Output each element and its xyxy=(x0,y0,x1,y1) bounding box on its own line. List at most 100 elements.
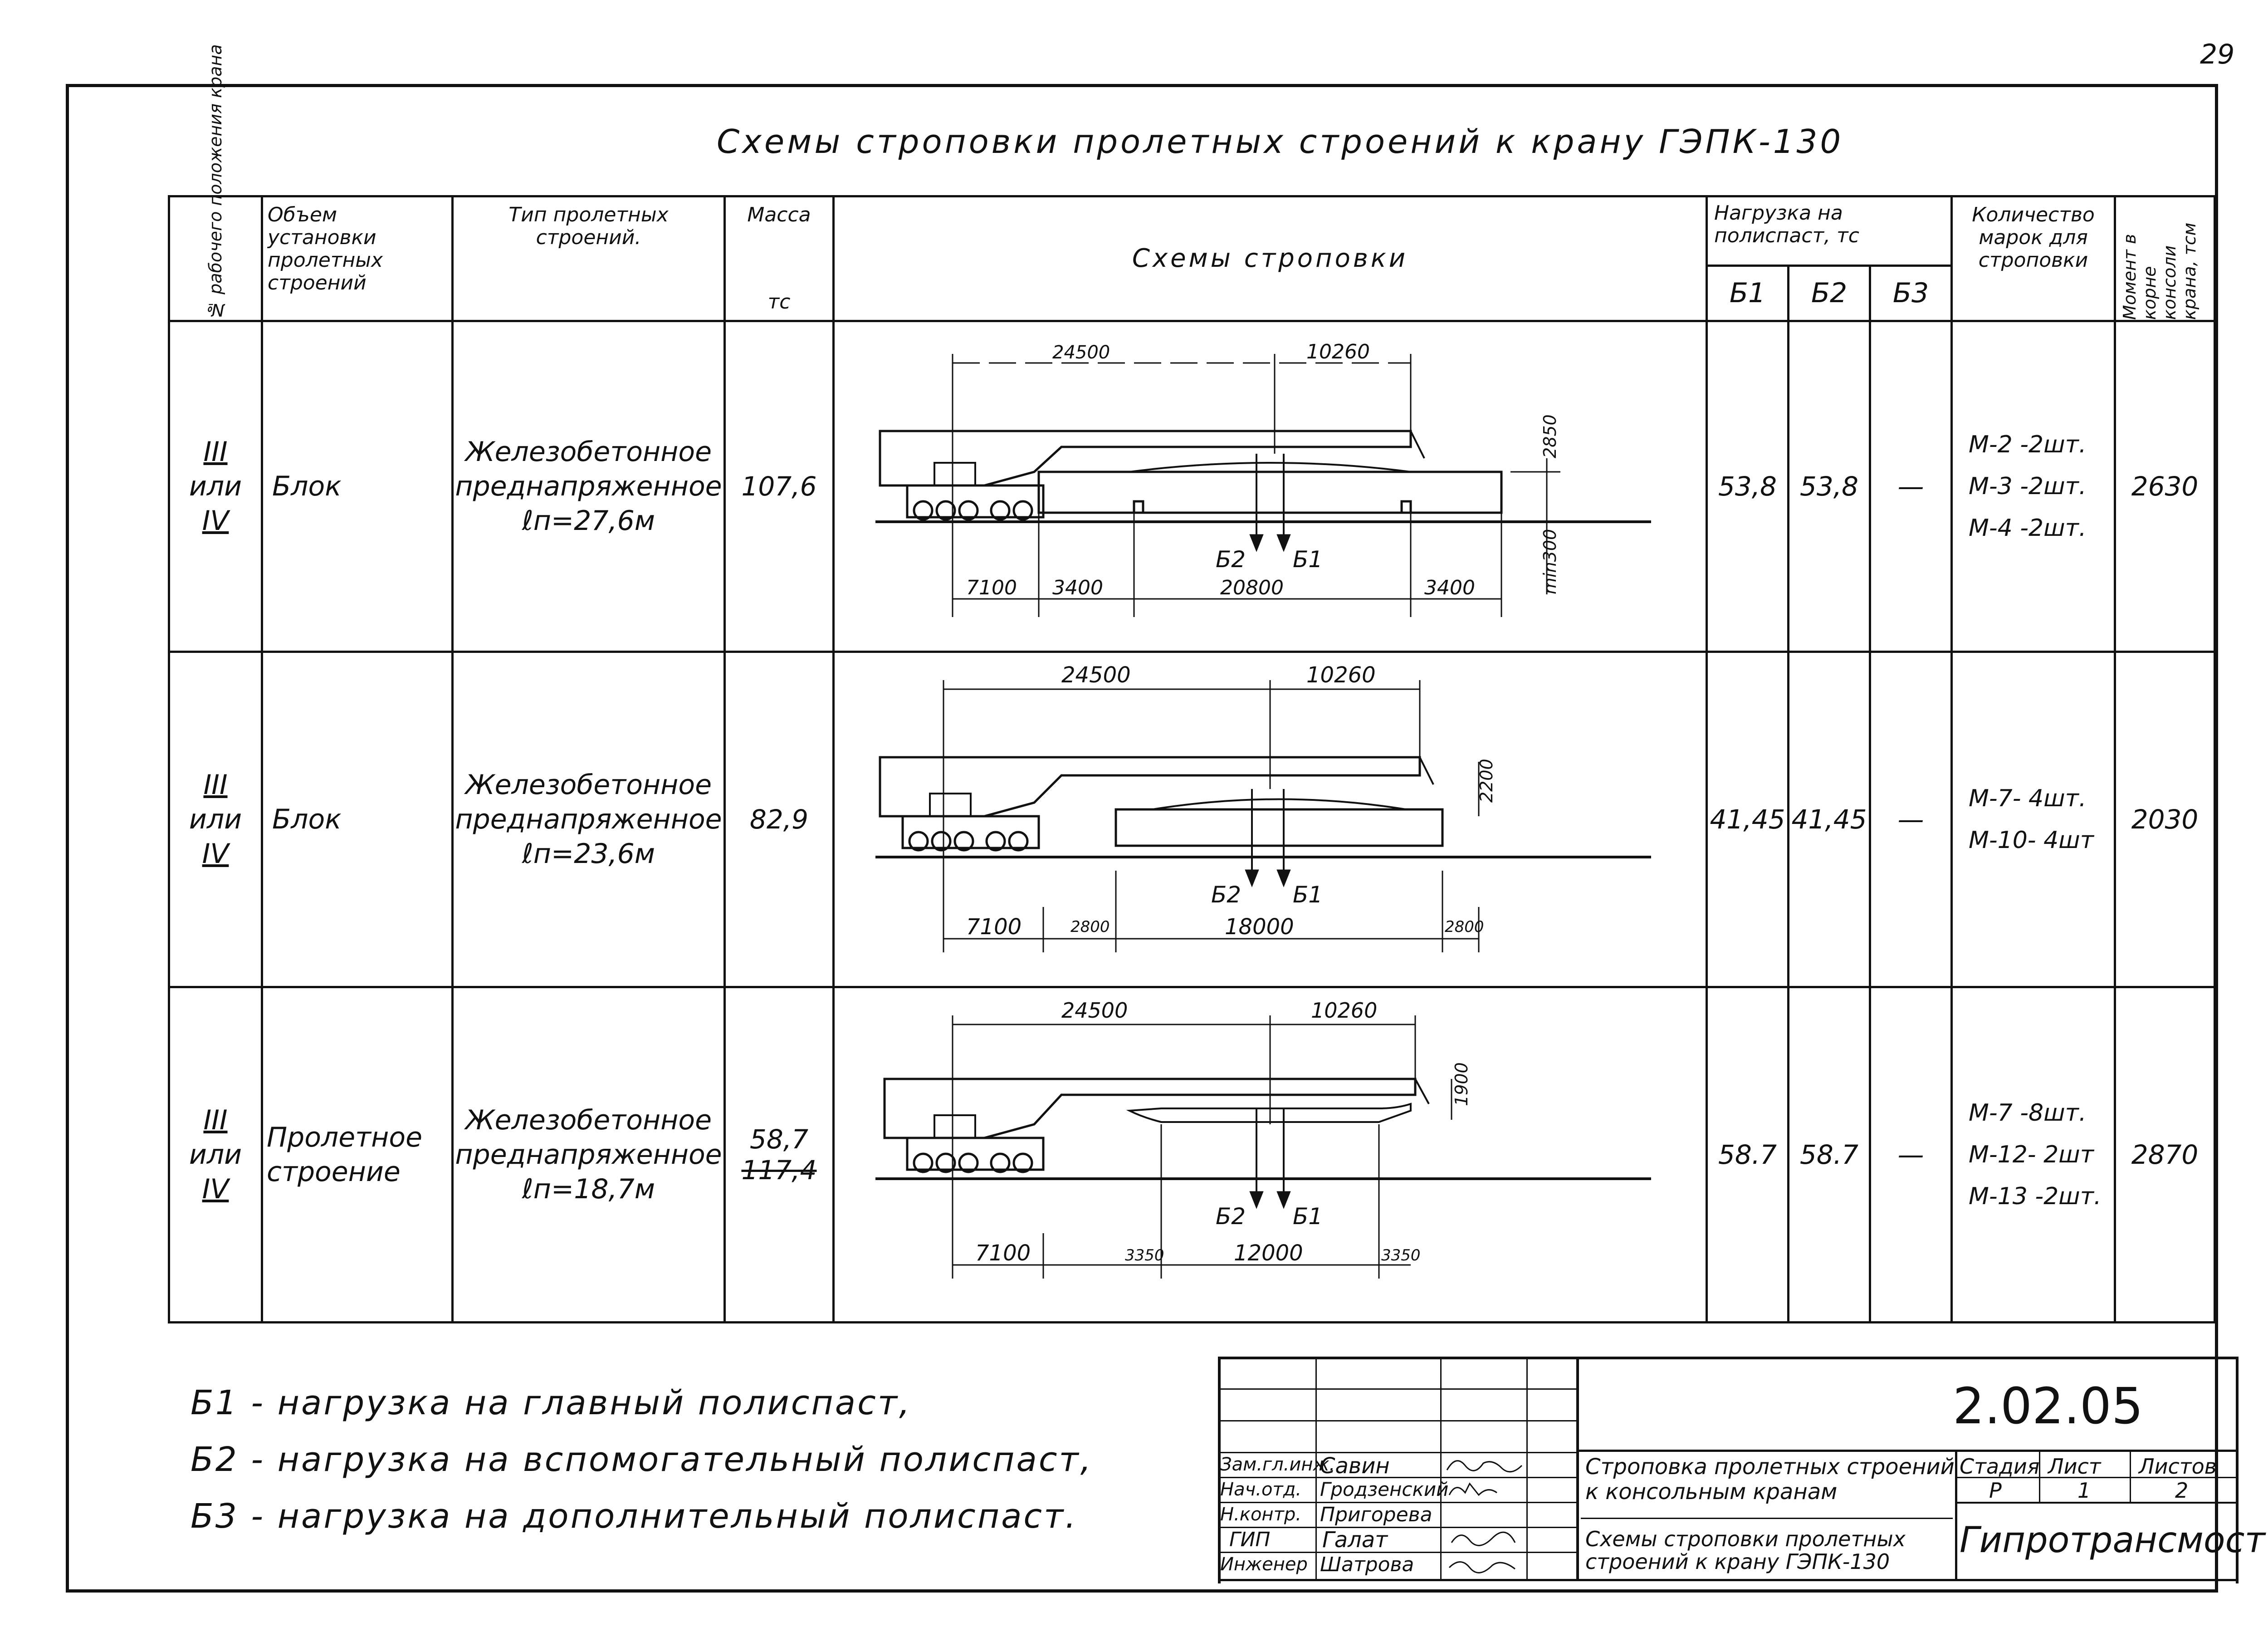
slinging-scheme: 24500 10260 Б2 Б1 1900 xyxy=(832,986,1708,1323)
stage-label: Стадия xyxy=(1960,1454,2040,1479)
sheets-label: Листов xyxy=(2139,1454,2217,1479)
dim-top-left: 24500 xyxy=(1052,342,1110,363)
header-load: Нагрузка на полиспаст, тс xyxy=(1706,195,1953,267)
row-moment: 2030 xyxy=(2114,651,2216,988)
stage-value: Р xyxy=(1989,1478,2002,1503)
role-5: Инженер xyxy=(1220,1554,1308,1575)
row-marks: М-2 -2шт.М-3 -2шт.М-4 -2шт. xyxy=(1950,320,2116,653)
slinging-scheme: 24500 10260 Б2 Б1 xyxy=(832,320,1708,653)
drawing-title: Схемы строповки пролетных строений к кра… xyxy=(717,123,1844,161)
sheet-title-line-2: строений к крану ГЭПК-130 xyxy=(1585,1549,1890,1574)
organization: Гипротрансмост xyxy=(1960,1520,2265,1561)
sheet-title-line-1: Схемы строповки пролетных xyxy=(1585,1527,1906,1551)
row-b3: — xyxy=(1869,320,1953,653)
legend-item: Б3 - нагрузка на дополнительный полиспас… xyxy=(191,1497,1078,1536)
dim-height: 2850 xyxy=(1540,414,1560,458)
load-label-b2: Б2 xyxy=(1216,546,1246,573)
sheets-value: 2 xyxy=(2175,1478,2189,1503)
row-b1: 58.7 xyxy=(1706,986,1789,1323)
dim-bottom-1: 7100 xyxy=(966,914,1022,940)
header-b1: Б1 xyxy=(1706,264,1789,323)
dim-top-right: 10260 xyxy=(1306,662,1376,688)
dim-bottom-2: 3350 xyxy=(1125,1246,1164,1264)
row-mass: 107,6 xyxy=(723,320,835,653)
doc-title-line-1: Строповка пролетных строений xyxy=(1585,1454,1955,1480)
load-label-b1: Б1 xyxy=(1293,882,1323,908)
legend-item: Б2 - нагрузка на вспомогательный полиспа… xyxy=(191,1440,1093,1479)
dim-bottom-4: 3400 xyxy=(1424,576,1475,599)
header-mass: Масса тс xyxy=(723,195,835,322)
legend: Б1 - нагрузка на главный полиспаст, Б2 -… xyxy=(191,1375,1093,1545)
name-4: Галат xyxy=(1322,1527,1388,1553)
load-label-b2: Б2 xyxy=(1216,1203,1246,1230)
dim-bottom-3: 20800 xyxy=(1220,576,1284,599)
header-b2: Б2 xyxy=(1787,264,1871,323)
role-4: ГИП xyxy=(1229,1528,1271,1551)
slinging-scheme: 24500 10260 Б2 Б1 2200 xyxy=(832,651,1708,988)
title-block: 2.02.05 Зам.гл.инж. Нач.отд. Н.контр. ГИ… xyxy=(1218,1357,2265,1593)
row-b1: 41,45 xyxy=(1706,651,1789,988)
dim-bottom-3: 12000 xyxy=(1234,1240,1303,1266)
drawing-frame xyxy=(66,84,2218,1593)
row-b2: 53,8 xyxy=(1787,320,1871,653)
row-scope: Пролетное строение xyxy=(261,986,454,1323)
name-2: Гродзенский xyxy=(1320,1478,1449,1500)
sheet-value: 1 xyxy=(2077,1478,2091,1503)
load-label-b1: Б1 xyxy=(1293,1203,1323,1230)
dim-bottom-2: 3400 xyxy=(1052,576,1103,599)
load-label-b2: Б2 xyxy=(1211,882,1241,908)
row-b3: — xyxy=(1869,651,1953,988)
legend-item: Б1 - нагрузка на главный полиспаст, xyxy=(191,1383,912,1422)
dim-top-left: 24500 xyxy=(1061,662,1131,688)
dim-bottom-2: 2800 xyxy=(1070,918,1110,936)
dim-height: 2200 xyxy=(1476,759,1496,803)
row-moment: 2630 xyxy=(2114,320,2216,653)
name-3: Пригорева xyxy=(1320,1503,1432,1526)
doc-title-line-2: к консольным кранам xyxy=(1585,1479,1838,1505)
sheet-label: Лист xyxy=(2048,1454,2101,1479)
row-b1: 53,8 xyxy=(1706,320,1789,653)
dim-top-left: 24500 xyxy=(1061,998,1128,1023)
header-b3: Б3 xyxy=(1869,264,1953,323)
dim-bottom-1: 7100 xyxy=(966,576,1017,599)
row-marks: М-7- 4шт.М-10- 4шт xyxy=(1950,651,2116,988)
row-scope: Блок xyxy=(261,651,454,988)
role-1: Зам.гл.инж. xyxy=(1220,1454,1335,1475)
slinging-table: № рабочего положения крана Объем установ… xyxy=(168,44,2216,1323)
role-3: Н.контр. xyxy=(1220,1504,1301,1525)
header-position: № рабочего положения крана xyxy=(168,44,263,322)
row-moment: 2870 xyxy=(2114,986,2216,1323)
page-number: 29 xyxy=(2200,39,2235,70)
scheme-drawing-1: 24500 10260 Б2 Б1 xyxy=(875,340,1651,617)
name-1: Савин xyxy=(1320,1453,1390,1479)
role-2: Нач.отд. xyxy=(1220,1479,1302,1500)
row-b2: 41,45 xyxy=(1787,651,1871,988)
dim-clearance: min300 xyxy=(1540,529,1560,594)
row-b2: 58.7 xyxy=(1787,986,1871,1323)
dim-height: 1900 xyxy=(1452,1062,1471,1106)
dim-top-right: 10260 xyxy=(1306,340,1370,363)
load-label-b1: Б1 xyxy=(1293,546,1323,573)
scheme-drawing-2: 24500 10260 Б2 Б1 2200 xyxy=(875,662,1651,952)
row-mass: 82,9 xyxy=(723,651,835,988)
signatures xyxy=(1446,1460,1523,1573)
scheme-drawing-3: 24500 10260 Б2 Б1 1900 xyxy=(875,998,1651,1279)
dim-bottom-1: 7100 xyxy=(975,1240,1031,1266)
dim-top-right: 10260 xyxy=(1311,998,1377,1023)
header-type: Тип пролетных строений. xyxy=(451,195,726,322)
dim-bottom-4: 2800 xyxy=(1445,918,1484,936)
name-5: Шатрова xyxy=(1320,1553,1414,1576)
header-moment: Момент в корне консоли крана, тсм xyxy=(2114,195,2216,322)
doc-number: 2.02.05 xyxy=(1953,1377,2143,1435)
header-schemes: Схемы строповки xyxy=(832,195,1708,322)
